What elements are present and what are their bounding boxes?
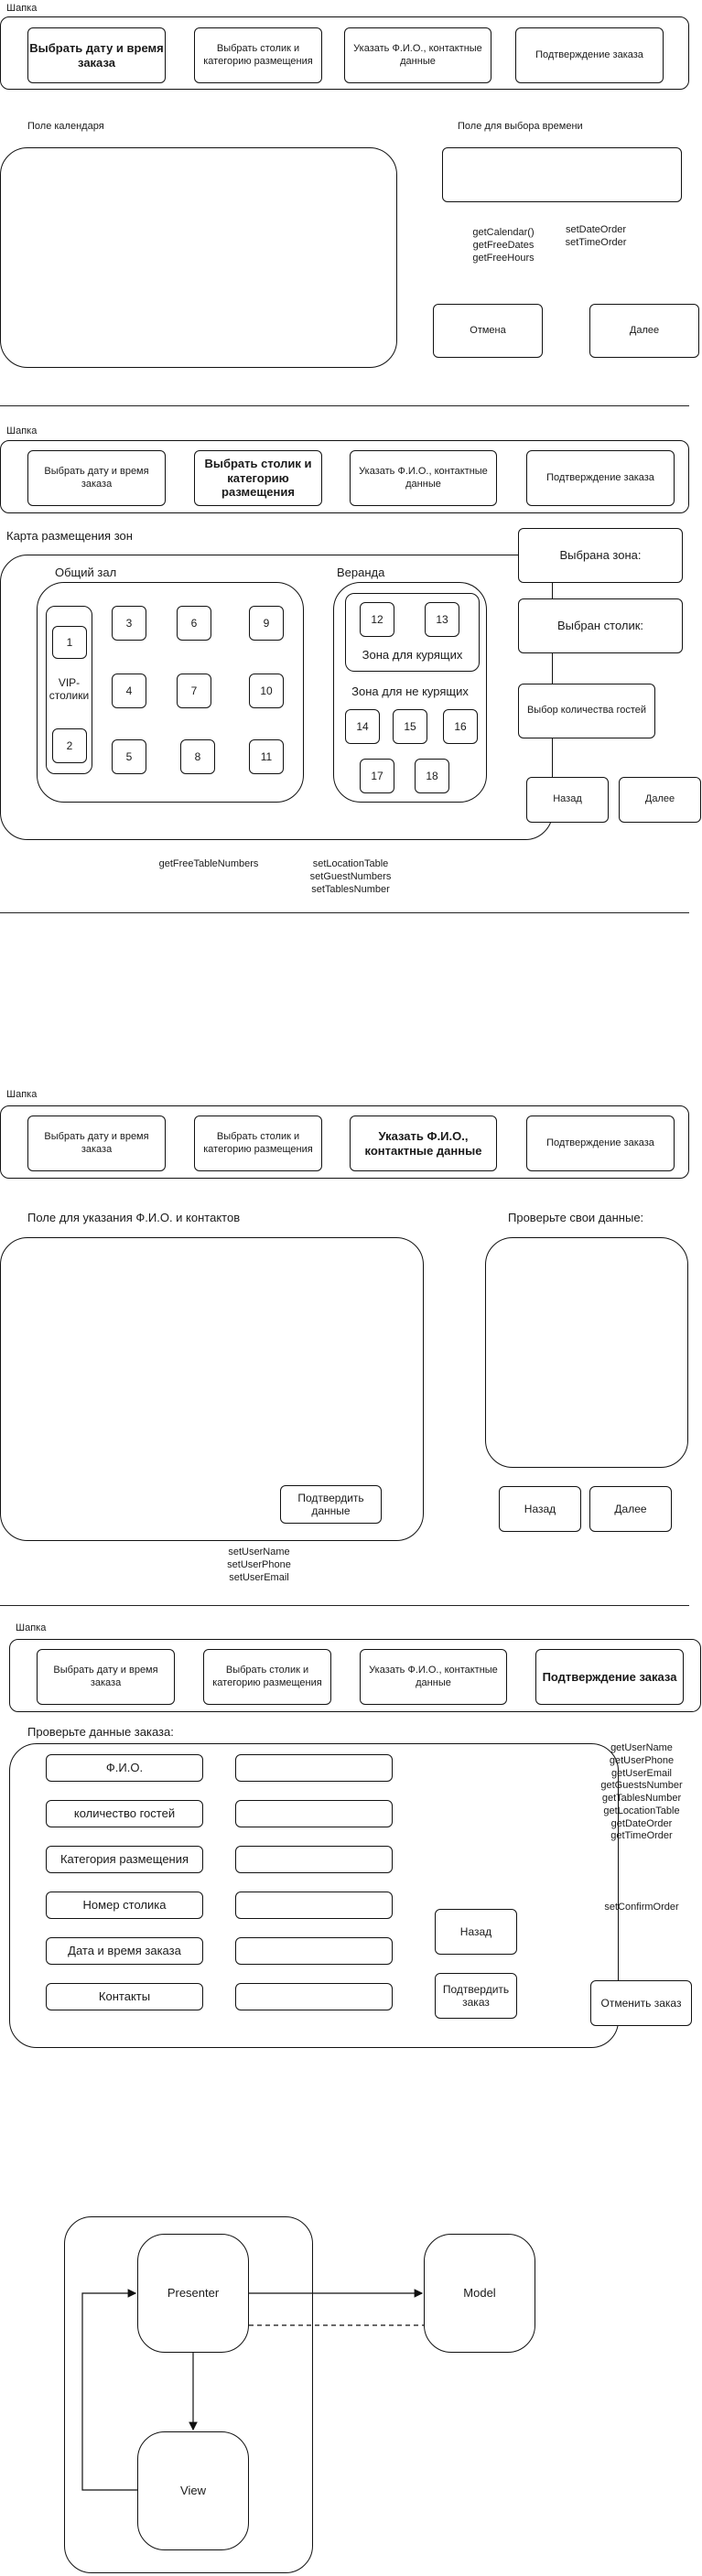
table-14[interactable]: 14 (345, 709, 380, 744)
field-label-table: Номер столика (46, 1892, 203, 1919)
table-6[interactable]: 6 (177, 606, 211, 641)
hall-label: Общий зал (55, 566, 117, 579)
back-button-3[interactable]: Назад (499, 1486, 581, 1532)
presenter-node: Presenter (137, 2234, 249, 2353)
table-13[interactable]: 13 (425, 602, 459, 637)
calendar-field[interactable] (0, 147, 397, 368)
date-setters: setDateOrder setTimeOrder (565, 224, 627, 248)
selected-table-display: Выбран столик: (518, 598, 683, 653)
data-preview (485, 1237, 688, 1468)
user-setters: setUserName setUserPhone setUserEmail (227, 1547, 291, 1583)
selected-zone-display: Выбрана зона: (518, 528, 683, 583)
step-table-tab[interactable]: Выбрать столик и категорию размещения (194, 27, 322, 83)
step-confirm-tab[interactable]: Подтверждение заказа (526, 450, 675, 506)
step-contacts-tab[interactable]: Указать Ф.И.О., контактные данные (350, 450, 497, 506)
step-date-tab[interactable]: Выбрать дату и время заказа (37, 1649, 175, 1705)
fio-label: Поле для указания Ф.И.О. и контактов (27, 1211, 241, 1224)
table-8[interactable]: 8 (180, 739, 215, 774)
smoking-label: Зона для курящих (362, 648, 463, 663)
table-1[interactable]: 1 (52, 626, 87, 659)
step-table-tab[interactable]: Выбрать столик и категорию размещения (194, 1116, 322, 1171)
field-value-table (235, 1892, 393, 1919)
model-node: Model (424, 2234, 535, 2353)
confirm-data-button[interactable]: Подтвердить данные (280, 1485, 382, 1524)
table-9[interactable]: 9 (249, 606, 284, 641)
divider-3 (0, 1605, 689, 1606)
map-label: Карта размещения зон (6, 529, 133, 543)
time-field[interactable] (442, 147, 682, 202)
table-15[interactable]: 15 (393, 709, 427, 744)
field-value-contacts (235, 1983, 393, 2010)
time-label: Поле для выбора времени (458, 121, 583, 132)
step-contacts-tab[interactable]: Указать Ф.И.О., контактные данные (350, 1116, 497, 1171)
field-label-guests: количество гостей (46, 1800, 203, 1827)
field-label-contacts: Контакты (46, 1983, 203, 2010)
step-confirm-tab[interactable]: Подтверждение заказа (515, 27, 664, 83)
cancel-button[interactable]: Отмена (433, 304, 543, 358)
next-button-3[interactable]: Далее (589, 1486, 672, 1532)
divider-2 (0, 912, 689, 913)
nonsmoking-label: Зона для не курящих (351, 684, 469, 699)
table-2[interactable]: 2 (52, 728, 87, 763)
view-to-presenter-arrow (81, 2289, 137, 2491)
table-5[interactable]: 5 (112, 739, 146, 774)
field-value-guests (235, 1800, 393, 1827)
back-button-2[interactable]: Назад (526, 777, 609, 823)
cancel-order-button[interactable]: Отменить заказ (590, 1980, 692, 2026)
order-getters: getUserName getUserPhone getUserEmail ge… (600, 1742, 683, 1842)
step-table-tab[interactable]: Выбрать столик и категорию размещения (203, 1649, 331, 1705)
field-value-fio (235, 1754, 393, 1782)
table-setters: setLocationTable setGuestNumbers setTabl… (309, 858, 392, 895)
step-date-tab[interactable]: Выбрать дату и время заказа (27, 1116, 166, 1171)
field-label-datetime: Дата и время заказа (46, 1937, 203, 1965)
step-contacts-tab[interactable]: Указать Ф.И.О., контактные данные (360, 1649, 507, 1705)
order-setter: setConfirmOrder (604, 1902, 679, 1913)
confirm-order-button[interactable]: Подтвердить заказ (435, 1973, 517, 2019)
view-node: View (137, 2431, 249, 2550)
table-4[interactable]: 4 (112, 674, 146, 708)
table-17[interactable]: 17 (360, 759, 394, 793)
check-data-label: Проверьте свои данные: (508, 1211, 644, 1224)
header-label-3: Шапка (6, 1089, 38, 1100)
veranda-label: Веранда (337, 566, 385, 579)
divider-1 (0, 405, 689, 406)
calendar-getters: getCalendar() getFreeDates getFreeHours (472, 227, 535, 264)
table-16[interactable]: 16 (443, 709, 478, 744)
step-table-tab[interactable]: Выбрать столик и категорию размещения (194, 450, 322, 506)
field-value-datetime (235, 1937, 393, 1965)
calendar-label: Поле календаря (27, 121, 104, 132)
table-getter: getFreeTableNumbers (158, 858, 259, 869)
field-label-fio: Ф.И.О. (46, 1754, 203, 1782)
step-confirm-tab[interactable]: Подтверждение заказа (535, 1649, 684, 1705)
back-button-4[interactable]: Назад (435, 1909, 517, 1955)
header-label-2: Шапка (6, 426, 38, 437)
table-12[interactable]: 12 (360, 602, 394, 637)
field-value-category (235, 1846, 393, 1873)
table-11[interactable]: 11 (249, 739, 284, 774)
table-7[interactable]: 7 (177, 674, 211, 708)
header-label-1: Шапка (6, 3, 38, 14)
field-label-category: Категория размещения (46, 1846, 203, 1873)
step-date-tab[interactable]: Выбрать дату и время заказа (27, 27, 166, 83)
table-3[interactable]: 3 (112, 606, 146, 641)
table-18[interactable]: 18 (415, 759, 449, 793)
order-check-label: Проверьте данные заказа: (27, 1725, 174, 1739)
header-label-4: Шапка (16, 1622, 47, 1633)
step-date-tab[interactable]: Выбрать дату и время заказа (27, 450, 166, 506)
next-button-2[interactable]: Далее (619, 777, 701, 823)
step-confirm-tab[interactable]: Подтверждение заказа (526, 1116, 675, 1171)
step-contacts-tab[interactable]: Указать Ф.И.О., контактные данные (344, 27, 491, 83)
table-10[interactable]: 10 (249, 674, 284, 708)
guests-count-selector[interactable]: Выбор количества гостей (518, 684, 655, 738)
vip-label: VIP-столики (49, 675, 90, 702)
next-button-1[interactable]: Далее (589, 304, 699, 358)
